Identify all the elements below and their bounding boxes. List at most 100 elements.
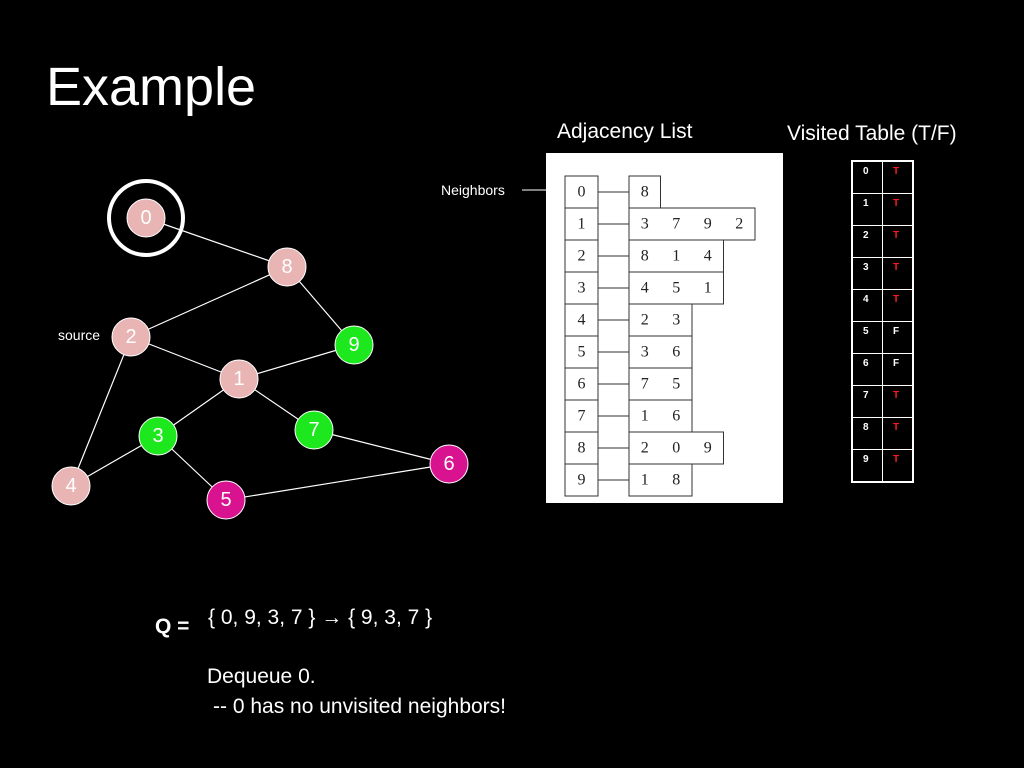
edge-2-4 — [70, 336, 132, 487]
queue-label: Q = — [155, 615, 190, 638]
adjacency-list-heading: Adjacency List — [557, 120, 693, 143]
adjacency-row-6: 6 7 5 — [565, 367, 693, 401]
edge-0-8 — [145, 217, 288, 268]
adjacency-neighbor-8-1: 0 — [672, 440, 680, 457]
adjacency-list-box-2 — [628, 239, 724, 273]
node-3: 3 — [138, 416, 178, 456]
visited-vertex-6: 6 — [851, 353, 883, 386]
node-5: 5 — [206, 480, 246, 520]
adjacency-neighbor-9-0: 1 — [641, 472, 649, 489]
node-5-label: 5 — [220, 489, 231, 511]
visited-vertex-7: 7 — [851, 385, 883, 418]
visited-vertex-5: 5 — [851, 321, 883, 354]
edge-1-9 — [238, 344, 355, 380]
adjacency-list-box-9 — [628, 463, 693, 497]
node-8-circle — [267, 247, 307, 287]
adjacency-vertex-8: 8 — [578, 440, 586, 457]
visited-value-4: T — [882, 289, 914, 322]
visited-vertex-2: 2 — [851, 225, 883, 258]
adjacency-list-box-6 — [628, 367, 693, 401]
node-6-circle — [429, 444, 469, 484]
visited-vertex-0: 0 — [851, 160, 883, 194]
node-9-circle — [334, 325, 374, 365]
adjacency-vertex-9: 9 — [578, 472, 586, 489]
adjacency-neighbor-8-2: 9 — [704, 440, 712, 457]
adjacency-neighbor-3-0: 4 — [641, 280, 649, 297]
visited-vertex-9: 9 — [851, 449, 883, 483]
neighbors-label: Neighbors — [441, 182, 505, 198]
visited-vertex-1: 1 — [851, 193, 883, 226]
node-6: 6 — [429, 444, 469, 484]
adjacency-row-5: 5 3 6 — [565, 335, 693, 369]
adjacency-neighbor-2-1: 1 — [672, 248, 680, 265]
adjacency-list-box-7 — [628, 399, 693, 433]
node-3-label: 3 — [152, 425, 163, 447]
node-0-label: 0 — [140, 207, 151, 229]
adjacency-neighbor-3-1: 5 — [672, 280, 680, 297]
visited-value-5: F — [882, 321, 914, 354]
node-1-circle — [219, 359, 259, 399]
adjacency-list-box-1 — [628, 207, 756, 241]
node-2-circle — [111, 317, 151, 357]
node-0: 0 — [107, 179, 185, 257]
adjacency-neighbor-0-0: 8 — [641, 184, 649, 201]
edge-5-6 — [225, 463, 450, 501]
visited-table-heading: Visited Table (T/F) — [787, 122, 957, 145]
adjacency-neighbor-4-1: 3 — [672, 312, 680, 329]
node-7-label: 7 — [308, 419, 319, 441]
adjacency-neighbor-2-0: 8 — [641, 248, 649, 265]
adjacency-neighbor-1-0: 3 — [641, 216, 649, 233]
node-5-circle — [206, 480, 246, 520]
adjacency-neighbor-8-0: 2 — [641, 440, 649, 457]
adjacency-list-box-3 — [628, 271, 724, 305]
visited-value-7: T — [882, 385, 914, 418]
adjacency-vertex-1: 1 — [578, 216, 586, 233]
adjacency-list-box-5 — [628, 335, 693, 369]
visited-value-1: T — [882, 193, 914, 226]
visited-value-0: T — [882, 160, 914, 194]
adjacency-list-box-8 — [628, 431, 724, 465]
node-8: 8 — [267, 247, 307, 287]
slide-title: Example — [46, 57, 257, 117]
adjacency-neighbor-5-1: 6 — [672, 344, 680, 361]
adjacency-vertex-5: 5 — [578, 344, 586, 361]
adjacency-vertex-3: 3 — [578, 280, 586, 297]
visited-vertex-3: 3 — [851, 257, 883, 290]
adjacency-neighbor-6-1: 5 — [672, 376, 680, 393]
visited-value-8: T — [882, 417, 914, 450]
visited-value-2: T — [882, 225, 914, 258]
adjacency-row-9: 9 1 8 — [565, 463, 693, 497]
adjacency-neighbor-1-2: 9 — [704, 216, 712, 233]
adjacency-neighbor-6-0: 7 — [641, 376, 649, 393]
adjacency-neighbor-1-1: 7 — [672, 216, 680, 233]
node-9: 9 — [334, 325, 374, 365]
adjacency-vertex-6: 6 — [578, 376, 586, 393]
adjacency-vertex-2: 2 — [578, 248, 586, 265]
edge-7-6 — [313, 429, 450, 465]
edge-8-2 — [130, 266, 288, 338]
adjacency-list-box-4 — [628, 303, 693, 337]
node-2-label: 2 — [125, 326, 136, 348]
node-0-circle — [126, 198, 166, 238]
adjacency-neighbor-7-0: 1 — [641, 408, 649, 425]
queue-contents: { 0, 9, 3, 7 } → { 9, 3, 7 } — [208, 606, 433, 629]
adjacency-neighbor-4-0: 2 — [641, 312, 649, 329]
adjacency-vertex-0: 0 — [578, 184, 586, 201]
node-4: 4 — [51, 466, 91, 506]
adjacency-neighbor-9-1: 8 — [672, 472, 680, 489]
neighbors-note: -- 0 has no unvisited neighbors! — [213, 695, 507, 718]
adjacency-neighbor-5-0: 3 — [641, 344, 649, 361]
